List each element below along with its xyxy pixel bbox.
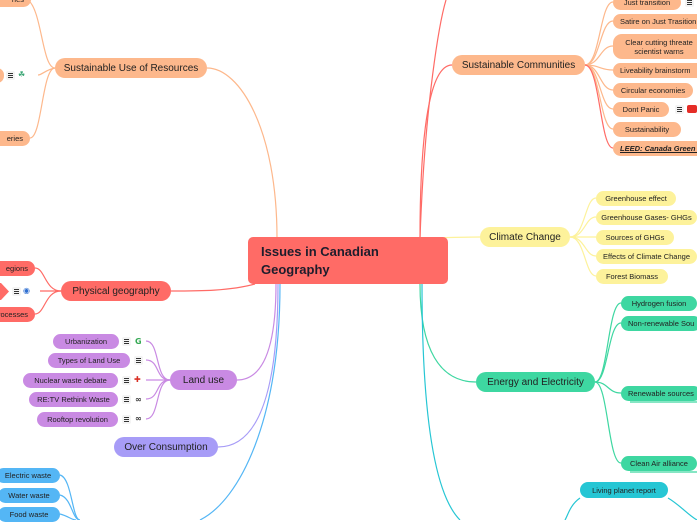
branch-sustainable-communities[interactable]: Sustainable Communities (452, 55, 585, 75)
notes-icon[interactable] (122, 415, 131, 424)
brand-icon[interactable]: ✚ (134, 375, 141, 384)
google-icon[interactable]: G (135, 337, 142, 346)
leaf-icon: ☘ (18, 70, 26, 79)
node-water-waste[interactable]: Water waste (0, 488, 60, 503)
node-sustainable-use-1[interactable]: ries (0, 0, 31, 7)
link-communities-top (419, 0, 447, 239)
link-communities (419, 64, 453, 239)
notes-icon[interactable] (122, 337, 131, 346)
node-sustainable-use-cut[interactable] (0, 68, 4, 83)
node-leed-canada[interactable]: LEED: Canada Green Bu (613, 141, 697, 156)
node-effects-of-climate-change[interactable]: Effects of Climate Change (596, 249, 697, 264)
node-nuclear-waste-debate[interactable]: Nuclear waste debate (23, 373, 118, 388)
branch-physical-geography[interactable]: Physical geography (61, 281, 171, 301)
link-land-use (236, 283, 277, 381)
node-physical-processes[interactable]: rocesses (0, 307, 35, 322)
node-types-of-land-use[interactable]: Types of Land Use (48, 353, 130, 368)
node-rooftop-revolution[interactable]: Rooftop revolution (37, 412, 118, 427)
link-physical (170, 283, 256, 292)
youtube-icon[interactable] (687, 105, 697, 113)
node-renewable-sources[interactable]: Renewable sources (621, 386, 697, 401)
link-over-consumption (217, 283, 279, 448)
notes-icon[interactable] (12, 287, 21, 296)
node-electric-waste[interactable]: Electric waste (0, 468, 60, 483)
branch-sustainable-use[interactable]: Sustainable Use of Resources (55, 58, 207, 78)
node-greenhouse-gases[interactable]: Greenhouse Gases- GHGs (596, 210, 697, 225)
node-clean-air-alliance[interactable]: Clean Air alliance (621, 456, 697, 471)
notes-icon[interactable] (122, 395, 131, 404)
node-non-renewable-sources[interactable]: Non-renewable Sou (621, 316, 697, 331)
node-physical-regions[interactable]: egions (0, 261, 35, 276)
link-icon[interactable]: ∞ (135, 395, 142, 404)
branch-energy-electricity[interactable]: Energy and Electricity (476, 372, 595, 392)
link-energy (419, 283, 477, 383)
node-just-transition[interactable]: Just transition (613, 0, 681, 10)
node-circular-economies[interactable]: Circular economies (613, 83, 693, 98)
node-sustainability[interactable]: Sustainability (613, 122, 681, 137)
node-sources-of-ghgs[interactable]: Sources of GHGs (596, 230, 674, 245)
physical-arrow-node[interactable] (0, 283, 10, 300)
node-clear-cutting[interactable]: Clear cutting threate scientist warns (613, 34, 697, 59)
node-greenhouse-effect[interactable]: Greenhouse effect (596, 191, 676, 206)
link-icon[interactable]: ∞ (135, 414, 142, 423)
branch-climate-change[interactable]: Climate Change (480, 227, 570, 247)
branch-over-consumption[interactable]: Over Consumption (114, 437, 218, 457)
central-topic[interactable]: Issues in Canadian Geography (248, 237, 448, 284)
notes-icon[interactable] (6, 71, 15, 80)
globe-icon[interactable]: ◉ (23, 286, 30, 295)
notes-icon[interactable] (685, 0, 694, 7)
notes-icon[interactable] (134, 356, 143, 365)
link-sustainable-use (206, 67, 278, 239)
notes-icon[interactable] (675, 105, 684, 114)
node-sustainable-use-2[interactable]: eries (0, 131, 30, 146)
node-living-planet-report[interactable]: Living planet report (580, 482, 668, 498)
branch-land-use[interactable]: Land use (170, 370, 237, 390)
node-urbanization[interactable]: Urbanization (53, 334, 119, 349)
notes-icon[interactable] (122, 376, 131, 385)
link-waste (199, 283, 281, 520)
node-satire-just-transition[interactable]: Satire on Just Trasition (613, 14, 697, 29)
node-retv-rethink-waste[interactable]: RE:TV Rethink Waste (29, 392, 118, 407)
node-liveability-brainstorm[interactable]: Liveability brainstorm (613, 63, 697, 78)
node-dont-panic[interactable]: Dont Panic (613, 102, 669, 117)
node-forest-biomass[interactable]: Forest Biomass (596, 269, 668, 284)
node-food-waste[interactable]: Food waste (0, 507, 60, 522)
node-hydrogen-fusion[interactable]: Hydrogen fusion (621, 296, 697, 311)
link-living (421, 283, 461, 520)
